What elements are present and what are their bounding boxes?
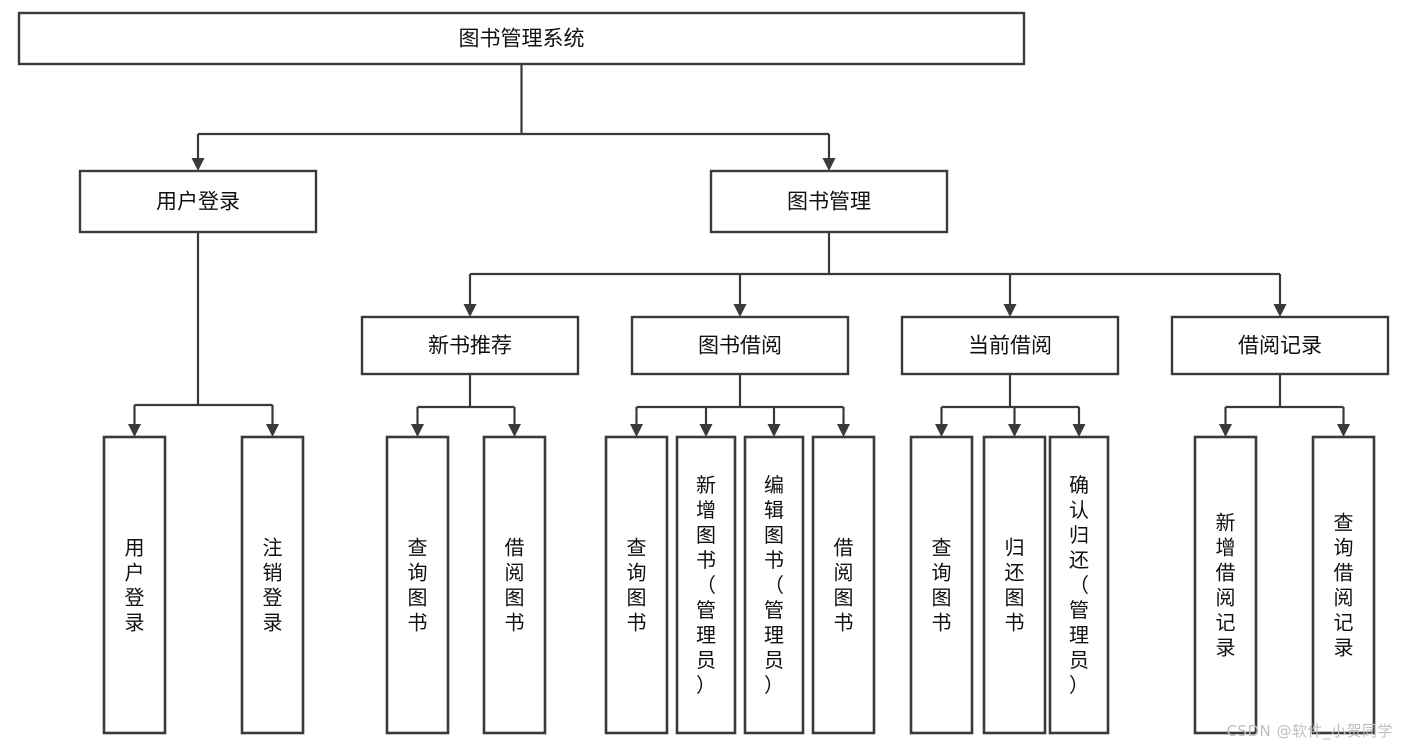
arrow-head-leaf-add-book-admin [699, 424, 713, 437]
node-label-leaf-cur-query-book: 查询图书 [932, 535, 952, 634]
node-label-borrow-record: 借阅记录 [1238, 334, 1322, 358]
arrow-head-leaf-cur-query-book [935, 424, 948, 437]
node-label-new-book-rec: 新书推荐 [428, 334, 512, 358]
node-box-leaf-confirm-return-admin [1048, 435, 1110, 735]
node-label-leaf-rec-borrow-book: 借阅图书 [505, 535, 525, 634]
node-box-leaf-cur-query-book [909, 435, 974, 735]
node-box-current-borrow [900, 315, 1120, 376]
node-box-leaf-logout [240, 435, 305, 735]
node-label-leaf-add-book-admin: 新增图书（管理员） [696, 473, 716, 697]
node-leaf-return-book[interactable]: 归还图书 [982, 435, 1047, 735]
node-borrow-record[interactable]: 借阅记录 [1170, 315, 1390, 376]
node-label-leaf-return-book: 归还图书 [1005, 535, 1025, 634]
arrow-head-leaf-rec-query-book [411, 424, 424, 437]
node-box-borrow-record [1170, 315, 1390, 376]
node-layer: 图书管理系统用户登录图书管理新书推荐图书借阅当前借阅借阅记录用户登录注销登录查询… [17, 11, 1390, 735]
node-box-leaf-rec-borrow-book [482, 435, 547, 735]
node-label-leaf-borrow-query-book: 查询图书 [627, 535, 647, 634]
node-label-leaf-logout: 注销登录 [263, 535, 283, 634]
watermark-label: CSDN @软件_小贺同学 [1226, 722, 1393, 740]
node-label-leaf-confirm-return-admin: 确认归还（管理员） [1069, 473, 1089, 697]
arrow-head-leaf-confirm-return-admin [1072, 424, 1086, 437]
node-label-book-borrow: 图书借阅 [698, 334, 782, 358]
node-leaf-add-record[interactable]: 新增借阅记录 [1193, 435, 1258, 735]
node-box-leaf-edit-book-admin [743, 435, 805, 735]
node-box-book-borrow [630, 315, 850, 376]
node-leaf-rec-borrow-book[interactable]: 借阅图书 [482, 435, 547, 735]
arrow-head-leaf-return-book [1008, 424, 1021, 437]
node-label-leaf-user-login: 用户登录 [125, 535, 145, 634]
node-leaf-query-record[interactable]: 查询借阅记录 [1311, 435, 1376, 735]
node-leaf-borrow-query-book[interactable]: 查询图书 [604, 435, 669, 735]
arrow-head-new-book-rec [463, 304, 477, 317]
arrow-head-leaf-borrow-book [837, 424, 850, 437]
node-label-user-login: 用户登录 [156, 190, 240, 214]
arrow-head-book-manage [822, 158, 836, 171]
node-leaf-add-book-admin[interactable]: 新增图书（管理员） [675, 435, 737, 735]
node-label-current-borrow: 当前借阅 [968, 334, 1052, 358]
node-box-book-manage [709, 169, 949, 234]
node-box-user-login [78, 169, 318, 234]
node-user-login[interactable]: 用户登录 [78, 169, 318, 234]
node-leaf-user-login[interactable]: 用户登录 [102, 435, 167, 735]
node-root[interactable]: 图书管理系统 [17, 11, 1026, 66]
node-book-manage[interactable]: 图书管理 [709, 169, 949, 234]
node-box-leaf-borrow-query-book [604, 435, 669, 735]
node-leaf-confirm-return-admin[interactable]: 确认归还（管理员） [1048, 435, 1110, 735]
node-label-leaf-add-record: 新增借阅记录 [1216, 510, 1236, 659]
node-box-root [17, 11, 1026, 66]
node-box-new-book-rec [360, 315, 580, 376]
node-label-leaf-rec-query-book: 查询图书 [408, 535, 428, 634]
node-label-book-manage: 图书管理 [787, 190, 871, 214]
node-leaf-cur-query-book[interactable]: 查询图书 [909, 435, 974, 735]
node-box-leaf-borrow-book [811, 435, 876, 735]
arrow-head-leaf-borrow-query-book [630, 424, 643, 437]
node-leaf-edit-book-admin[interactable]: 编辑图书（管理员） [743, 435, 805, 735]
node-leaf-borrow-book[interactable]: 借阅图书 [811, 435, 876, 735]
node-new-book-rec[interactable]: 新书推荐 [360, 315, 580, 376]
node-box-leaf-add-record [1193, 435, 1258, 735]
arrow-head-leaf-add-record [1219, 424, 1232, 437]
arrow-head-leaf-query-record [1337, 424, 1350, 437]
node-label-root: 图书管理系统 [459, 27, 585, 51]
connector-layer [128, 64, 1350, 437]
arrow-head-leaf-edit-book-admin [767, 424, 781, 437]
arrow-head-current-borrow [1003, 304, 1017, 317]
node-current-borrow[interactable]: 当前借阅 [900, 315, 1120, 376]
node-leaf-logout[interactable]: 注销登录 [240, 435, 305, 735]
node-box-leaf-user-login [102, 435, 167, 735]
node-label-leaf-borrow-book: 借阅图书 [834, 535, 854, 634]
node-box-leaf-query-record [1311, 435, 1376, 735]
node-box-leaf-add-book-admin [675, 435, 737, 735]
node-box-leaf-return-book [982, 435, 1047, 735]
node-leaf-rec-query-book[interactable]: 查询图书 [385, 435, 450, 735]
node-label-leaf-edit-book-admin: 编辑图书（管理员） [764, 473, 784, 697]
arrow-head-leaf-user-login [128, 424, 141, 437]
node-box-leaf-rec-query-book [385, 435, 450, 735]
node-label-leaf-query-record: 查询借阅记录 [1334, 510, 1354, 659]
arrow-head-leaf-logout [266, 424, 279, 437]
arrow-head-book-borrow [733, 304, 747, 317]
node-book-borrow[interactable]: 图书借阅 [630, 315, 850, 376]
arrow-head-borrow-record [1273, 304, 1287, 317]
arrow-head-leaf-rec-borrow-book [508, 424, 521, 437]
arrow-head-user-login [191, 158, 205, 171]
